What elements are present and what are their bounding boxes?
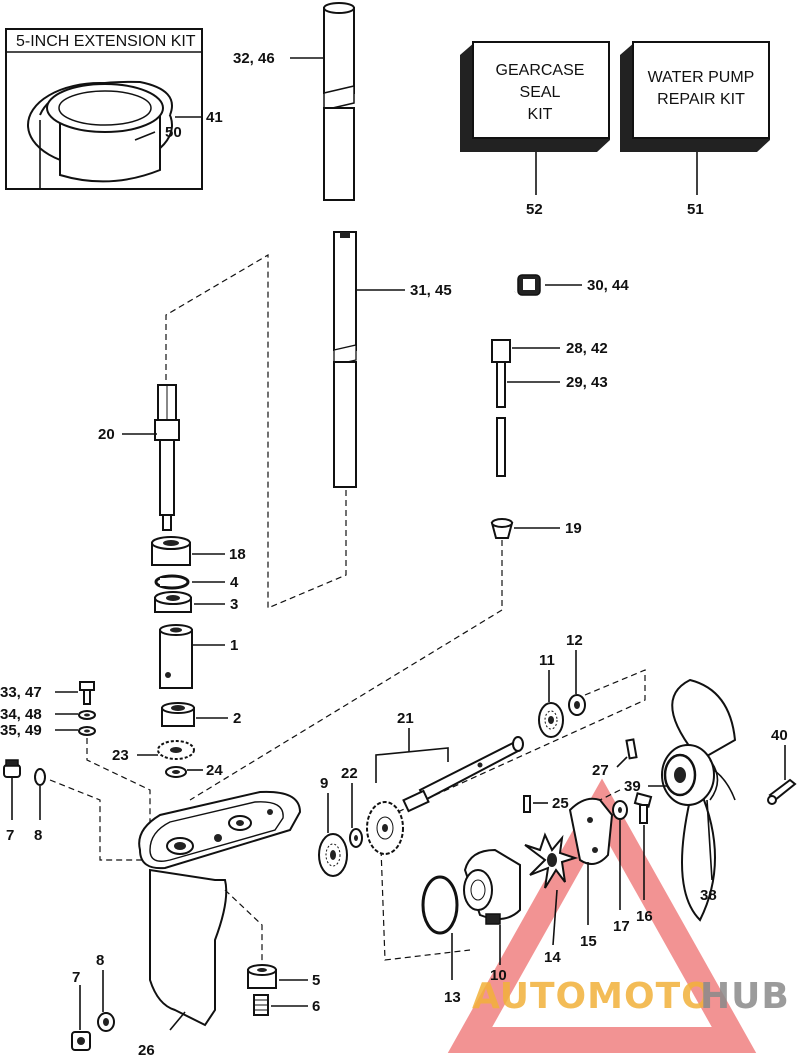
watermark-text-automoto: AUTOMOTO bbox=[472, 976, 713, 1017]
drain-plug-7-lower bbox=[71, 1031, 91, 1051]
pump-housing-10 bbox=[463, 848, 521, 925]
bearing-2 bbox=[161, 702, 195, 727]
callout-23: 23 bbox=[112, 747, 129, 764]
callout-40: 40 bbox=[771, 727, 788, 744]
pinion-gear-23 bbox=[157, 740, 195, 760]
washer-35 bbox=[78, 726, 96, 736]
pin-25 bbox=[523, 795, 531, 813]
callout-26: 26 bbox=[138, 1042, 155, 1058]
water-tube bbox=[491, 290, 516, 477]
callout-3: 3 bbox=[230, 596, 238, 613]
callout-27: 27 bbox=[592, 762, 609, 779]
callout-5: 5 bbox=[312, 972, 320, 989]
drain-plug-7-upper bbox=[3, 759, 21, 778]
callout-35-49: 35, 49 bbox=[0, 722, 42, 739]
pin-27 bbox=[625, 738, 638, 760]
callout-9: 9 bbox=[320, 775, 328, 792]
callout-7-upper: 7 bbox=[6, 827, 14, 844]
washer-8-lower bbox=[97, 1012, 115, 1032]
shift-rod bbox=[333, 231, 357, 488]
callout-19: 19 bbox=[565, 520, 582, 537]
callout-32-46: 32, 46 bbox=[233, 50, 275, 67]
callout-11: 11 bbox=[539, 652, 555, 669]
nut-24 bbox=[165, 766, 187, 778]
gearcase-kit-line1: GEARCASE bbox=[496, 62, 585, 79]
callout-10: 10 bbox=[490, 967, 507, 984]
callout-34-48: 34, 48 bbox=[0, 706, 42, 723]
grommet-19 bbox=[490, 518, 514, 539]
callout-12: 12 bbox=[566, 632, 583, 649]
water-pump-kit-line1: WATER PUMP bbox=[648, 69, 755, 86]
screw-33 bbox=[79, 681, 95, 705]
callout-17: 17 bbox=[613, 918, 630, 935]
driveshaft-tube bbox=[323, 2, 355, 201]
wear-plate-15 bbox=[568, 797, 614, 865]
callout-8-upper: 8 bbox=[34, 827, 42, 844]
washer-34 bbox=[78, 710, 96, 720]
bearing-3 bbox=[154, 591, 192, 613]
callout-14: 14 bbox=[544, 949, 561, 966]
callout-30-44: 30, 44 bbox=[587, 277, 629, 294]
gearcase-kit-line2: SEAL bbox=[520, 84, 561, 101]
oring-13 bbox=[421, 875, 459, 935]
callout-38: 38 bbox=[700, 887, 717, 904]
screw-6 bbox=[253, 994, 269, 1016]
callout-2: 2 bbox=[233, 710, 241, 727]
callout-29-43: 29, 43 bbox=[566, 374, 608, 391]
extension-housing-part bbox=[27, 80, 173, 190]
callout-18: 18 bbox=[229, 546, 246, 563]
water-tube-grommet bbox=[517, 274, 541, 296]
gearcase-seal-kit-box: GEARCASE SEAL KIT bbox=[460, 41, 610, 152]
callout-16: 16 bbox=[636, 908, 653, 925]
washer-22 bbox=[349, 828, 363, 848]
bushing-5 bbox=[247, 964, 277, 989]
callout-39: 39 bbox=[624, 778, 641, 795]
callout-24: 24 bbox=[206, 762, 223, 779]
extension-kit-box: 5-INCH EXTENSION KIT bbox=[5, 28, 203, 190]
impeller-14 bbox=[524, 832, 579, 889]
callout-15: 15 bbox=[580, 933, 597, 950]
callout-28-42: 28, 42 bbox=[566, 340, 608, 357]
callout-7-lower: 7 bbox=[72, 969, 80, 986]
callout-6: 6 bbox=[312, 998, 320, 1015]
screw-16 bbox=[633, 792, 653, 824]
water-pump-kit-line2: REPAIR KIT bbox=[657, 91, 745, 108]
callout-25: 25 bbox=[552, 795, 569, 812]
callout-4: 4 bbox=[230, 574, 239, 591]
gearcase-housing bbox=[138, 790, 302, 1027]
callout-21: 21 bbox=[397, 710, 414, 727]
propeller-shaft-21 bbox=[402, 736, 524, 813]
washer-17 bbox=[612, 800, 628, 820]
callout-22: 22 bbox=[341, 765, 358, 782]
callout-20: 20 bbox=[98, 426, 115, 443]
watermark-triangle bbox=[447, 778, 757, 1053]
watermark-logo: AUTOMOTO HUB bbox=[472, 976, 790, 1017]
callout-1: 1 bbox=[230, 637, 238, 654]
seal-12 bbox=[568, 694, 586, 716]
bearing-9 bbox=[318, 833, 348, 877]
watermark-text-hub: HUB bbox=[700, 976, 790, 1017]
drive-shaft bbox=[154, 384, 180, 531]
water-pump-repair-kit-box: WATER PUMP REPAIR KIT bbox=[620, 41, 770, 152]
cotter-pin-40 bbox=[767, 778, 797, 805]
bearing-11 bbox=[538, 702, 564, 738]
callout-41: 41 bbox=[206, 109, 223, 126]
bushing-18 bbox=[151, 536, 191, 566]
washer-8-upper bbox=[34, 768, 46, 786]
retaining-ring-4 bbox=[154, 574, 190, 590]
callout-8-lower: 8 bbox=[96, 952, 104, 969]
callout-52: 52 bbox=[526, 201, 543, 218]
extension-kit-title: 5-INCH EXTENSION KIT bbox=[16, 33, 196, 50]
sleeve-1 bbox=[159, 624, 193, 689]
callout-31-45: 31, 45 bbox=[410, 282, 452, 299]
propeller-38 bbox=[661, 678, 737, 922]
callout-33-47: 33, 47 bbox=[0, 684, 42, 701]
forward-gear bbox=[366, 801, 404, 855]
callout-13: 13 bbox=[444, 989, 461, 1006]
callout-50: 50 bbox=[165, 124, 182, 141]
callout-51: 51 bbox=[687, 201, 704, 218]
gearcase-kit-line3: KIT bbox=[528, 106, 553, 123]
